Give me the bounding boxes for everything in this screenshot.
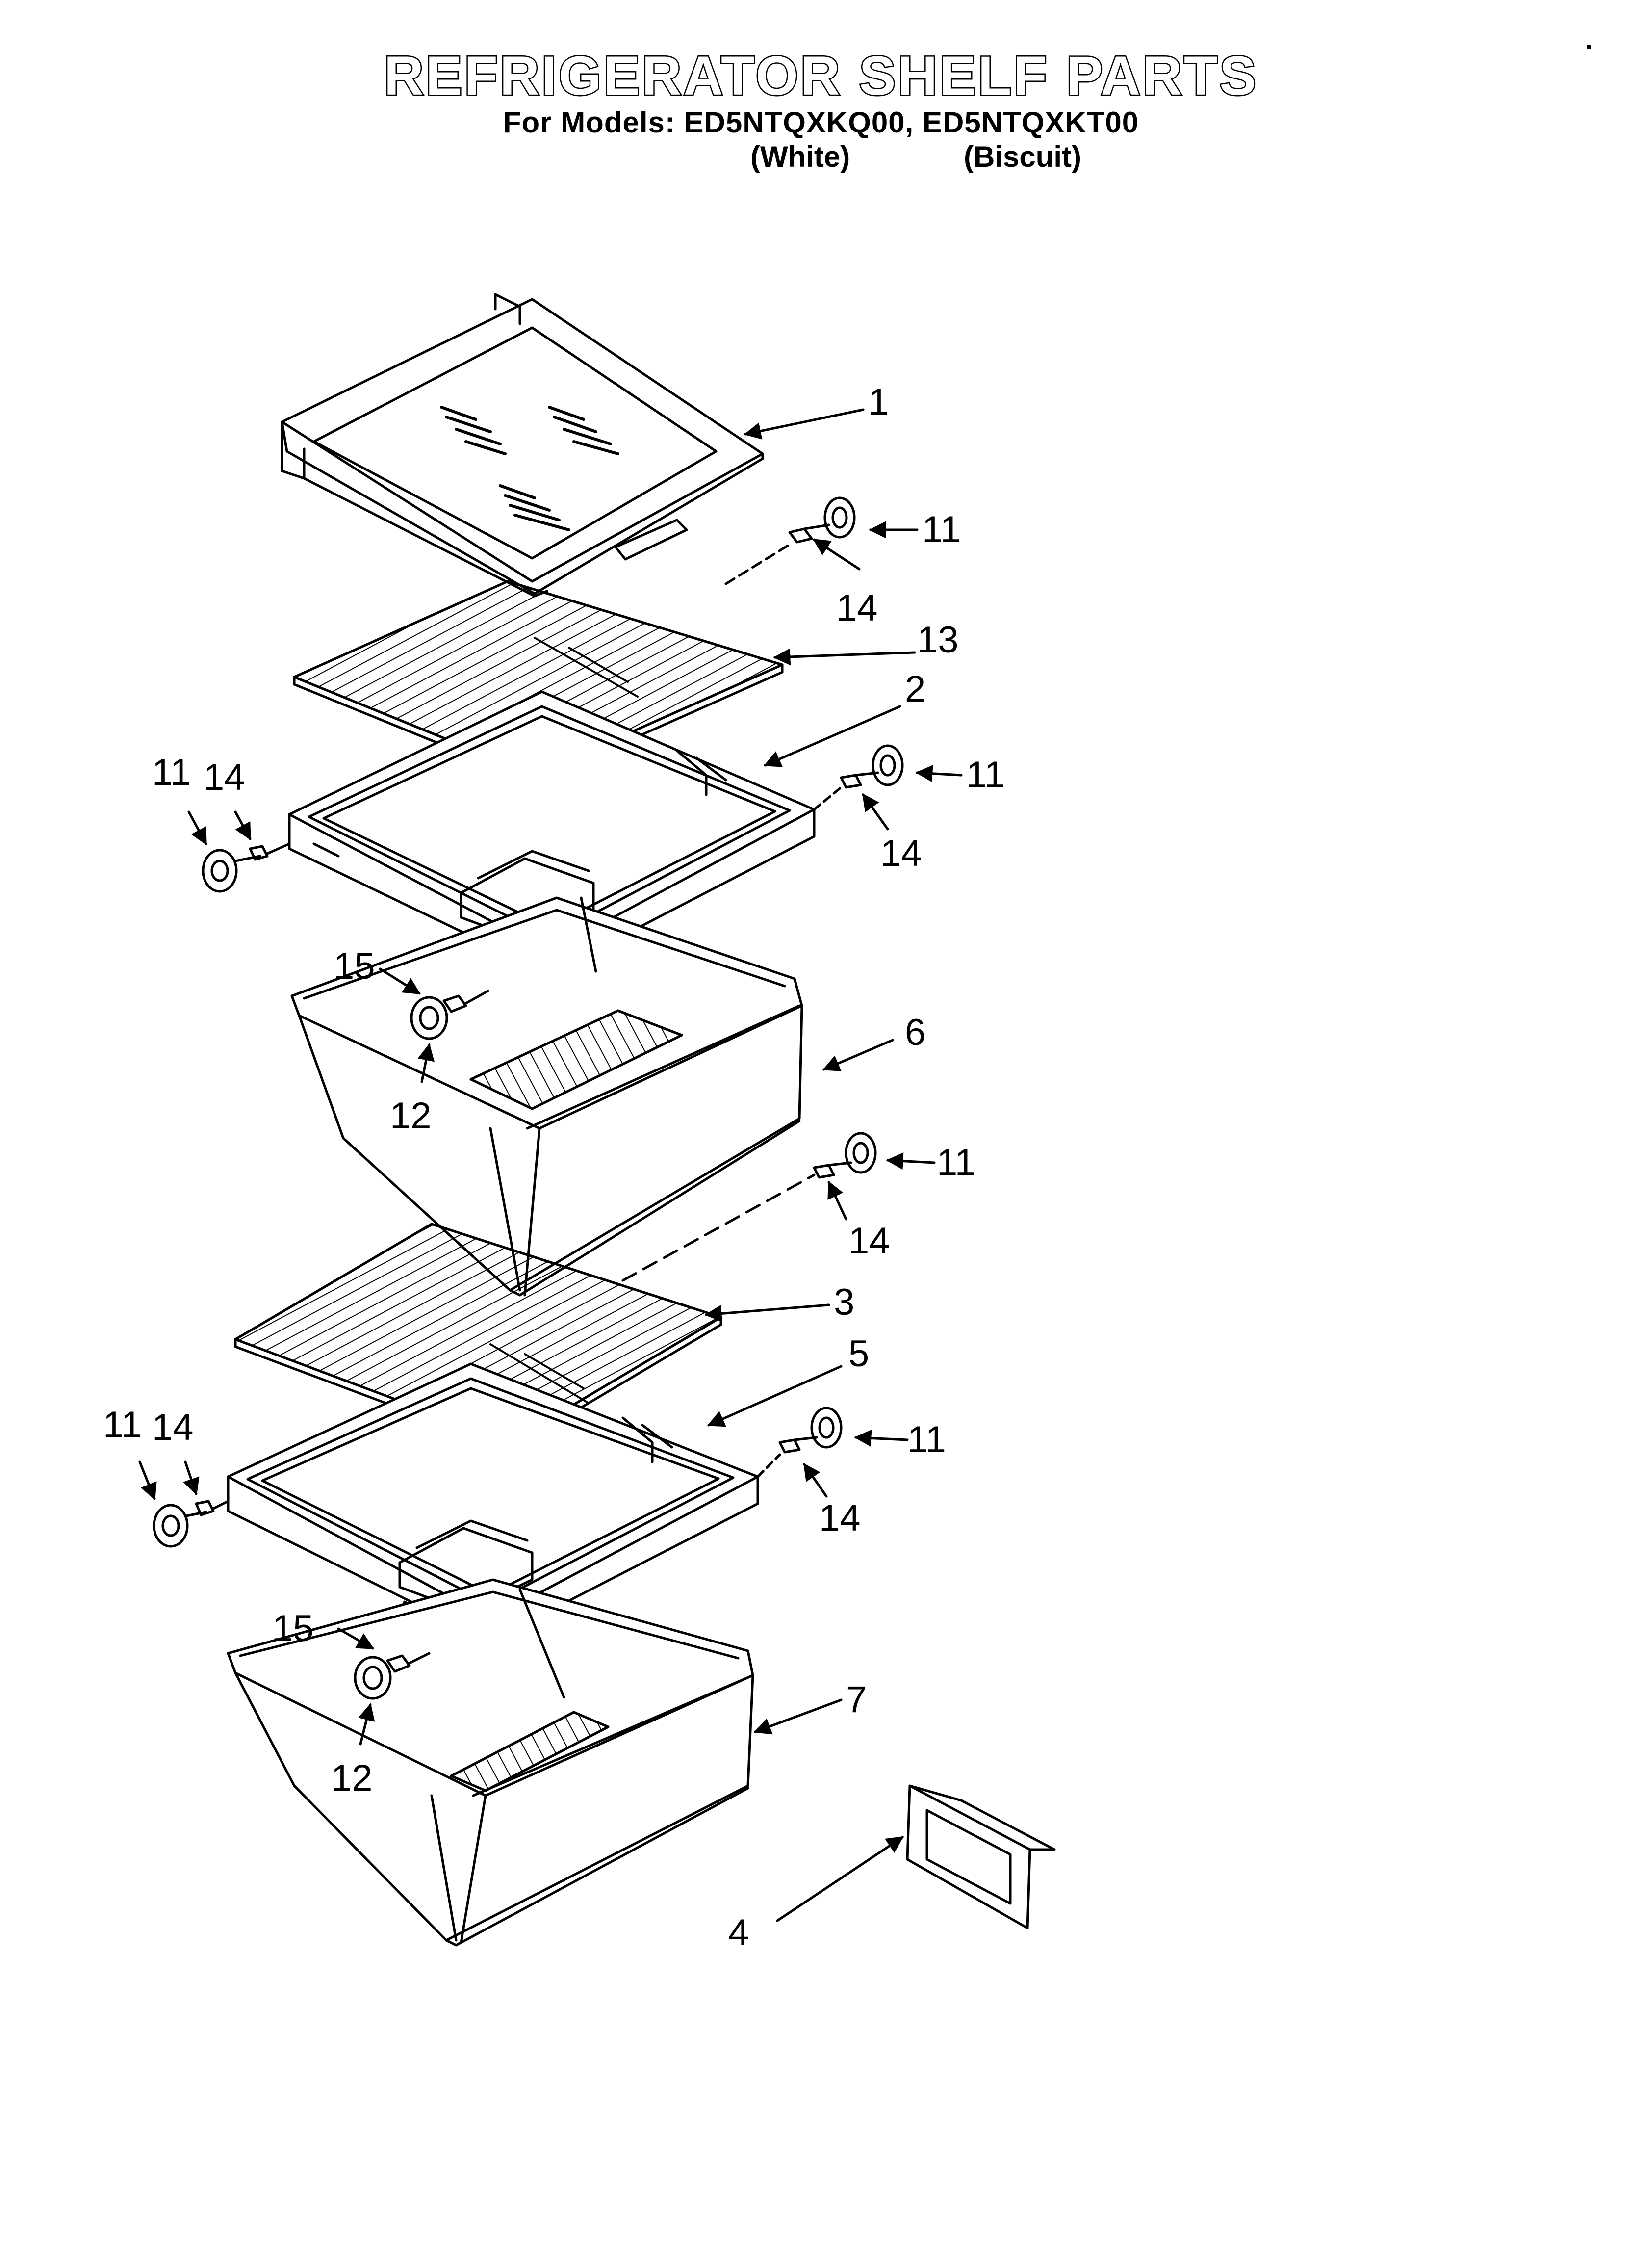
callout-5: 5: [848, 1333, 869, 1375]
callout-14-d: 14: [848, 1220, 890, 1262]
part-1-glass-shelf: [281, 293, 764, 598]
callout-1: 1: [868, 381, 889, 423]
roller-assembly-left-1: [202, 842, 291, 893]
page-title: REFRIGERATOR SHELF PARTS: [383, 44, 1258, 108]
roller-assembly-right-1: [724, 496, 856, 585]
callout-11-c: 11: [152, 752, 191, 793]
corner-mark: [1587, 45, 1591, 49]
callout-12-a: 12: [390, 1095, 432, 1137]
callout-11-e: 11: [907, 1419, 946, 1460]
callout-6: 6: [905, 1012, 925, 1053]
callout-11-d: 11: [937, 1142, 975, 1183]
callout-3: 3: [834, 1281, 854, 1323]
variant-biscuit-label: (Biscuit): [964, 140, 1081, 173]
callout-4: 4: [728, 1912, 749, 1954]
roller-assembly-right-4: [756, 1407, 843, 1478]
callout-14-e: 14: [819, 1497, 861, 1539]
callout-leaders: [138, 408, 963, 1922]
callout-12-b: 12: [331, 1757, 373, 1799]
callout-14-f: 14: [152, 1407, 194, 1448]
roller-assembly-left-2: [153, 1500, 230, 1548]
roller-assembly-right-3: [621, 1132, 877, 1282]
callout-14-b: 14: [880, 833, 922, 874]
callout-2: 2: [905, 668, 925, 710]
callout-14-a: 14: [836, 587, 878, 629]
callout-numbers: 1 11 14 13 2 11 14 11 14 15 12 6 11 14 3…: [103, 381, 1005, 1954]
callout-13: 13: [917, 619, 959, 661]
callout-11-f: 11: [103, 1404, 142, 1446]
callout-11-b: 11: [966, 754, 1005, 796]
variant-white-label: (White): [750, 140, 850, 173]
callout-15-b: 15: [272, 1608, 314, 1649]
callout-11-a: 11: [922, 509, 961, 550]
roller-assembly-right-2: [813, 744, 904, 811]
part-4-label-holder: [906, 1784, 1056, 1929]
roller-assembly-front-lower: [354, 1652, 431, 1700]
callout-14-c: 14: [204, 756, 245, 798]
callout-15-a: 15: [334, 945, 375, 987]
roller-assembly-front-upper: [410, 990, 489, 1040]
models-line: For Models: ED5NTQXKQ00, ED5NTQXKT00: [503, 106, 1139, 139]
callout-7: 7: [846, 1679, 867, 1721]
